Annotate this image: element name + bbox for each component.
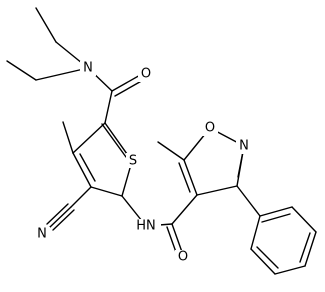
atom-label-hn-amide: HN: [131, 219, 161, 234]
atom-label-s-thiophene: S: [126, 153, 141, 169]
thiophene-ring-bonds: [62, 121, 133, 197]
svg-text:O: O: [205, 121, 215, 136]
atom-label-o-carbonyl-bottom: O: [175, 250, 191, 265]
isoxazole-ring-bonds: [157, 127, 245, 196]
svg-text:O: O: [141, 67, 151, 82]
svg-text:S: S: [129, 154, 137, 169]
atom-label-n-diethyl: N: [80, 61, 96, 76]
diethylamide-bonds: [6, 7, 146, 124]
svg-text:N: N: [37, 227, 47, 242]
atom-label-o-carbonyl-top: O: [138, 67, 154, 82]
atom-label-n-isoxazole: N: [236, 139, 252, 154]
phenyl-ring-bonds: [236, 185, 317, 275]
svg-text:HN: HN: [136, 219, 156, 234]
svg-text:N: N: [239, 139, 249, 154]
svg-text:N: N: [83, 61, 93, 76]
atom-label-n-nitrile: N: [34, 227, 50, 242]
atom-label-o-isoxazole: O: [202, 121, 218, 136]
svg-text:O: O: [178, 250, 188, 265]
nitrile-bonds: [46, 186, 92, 231]
